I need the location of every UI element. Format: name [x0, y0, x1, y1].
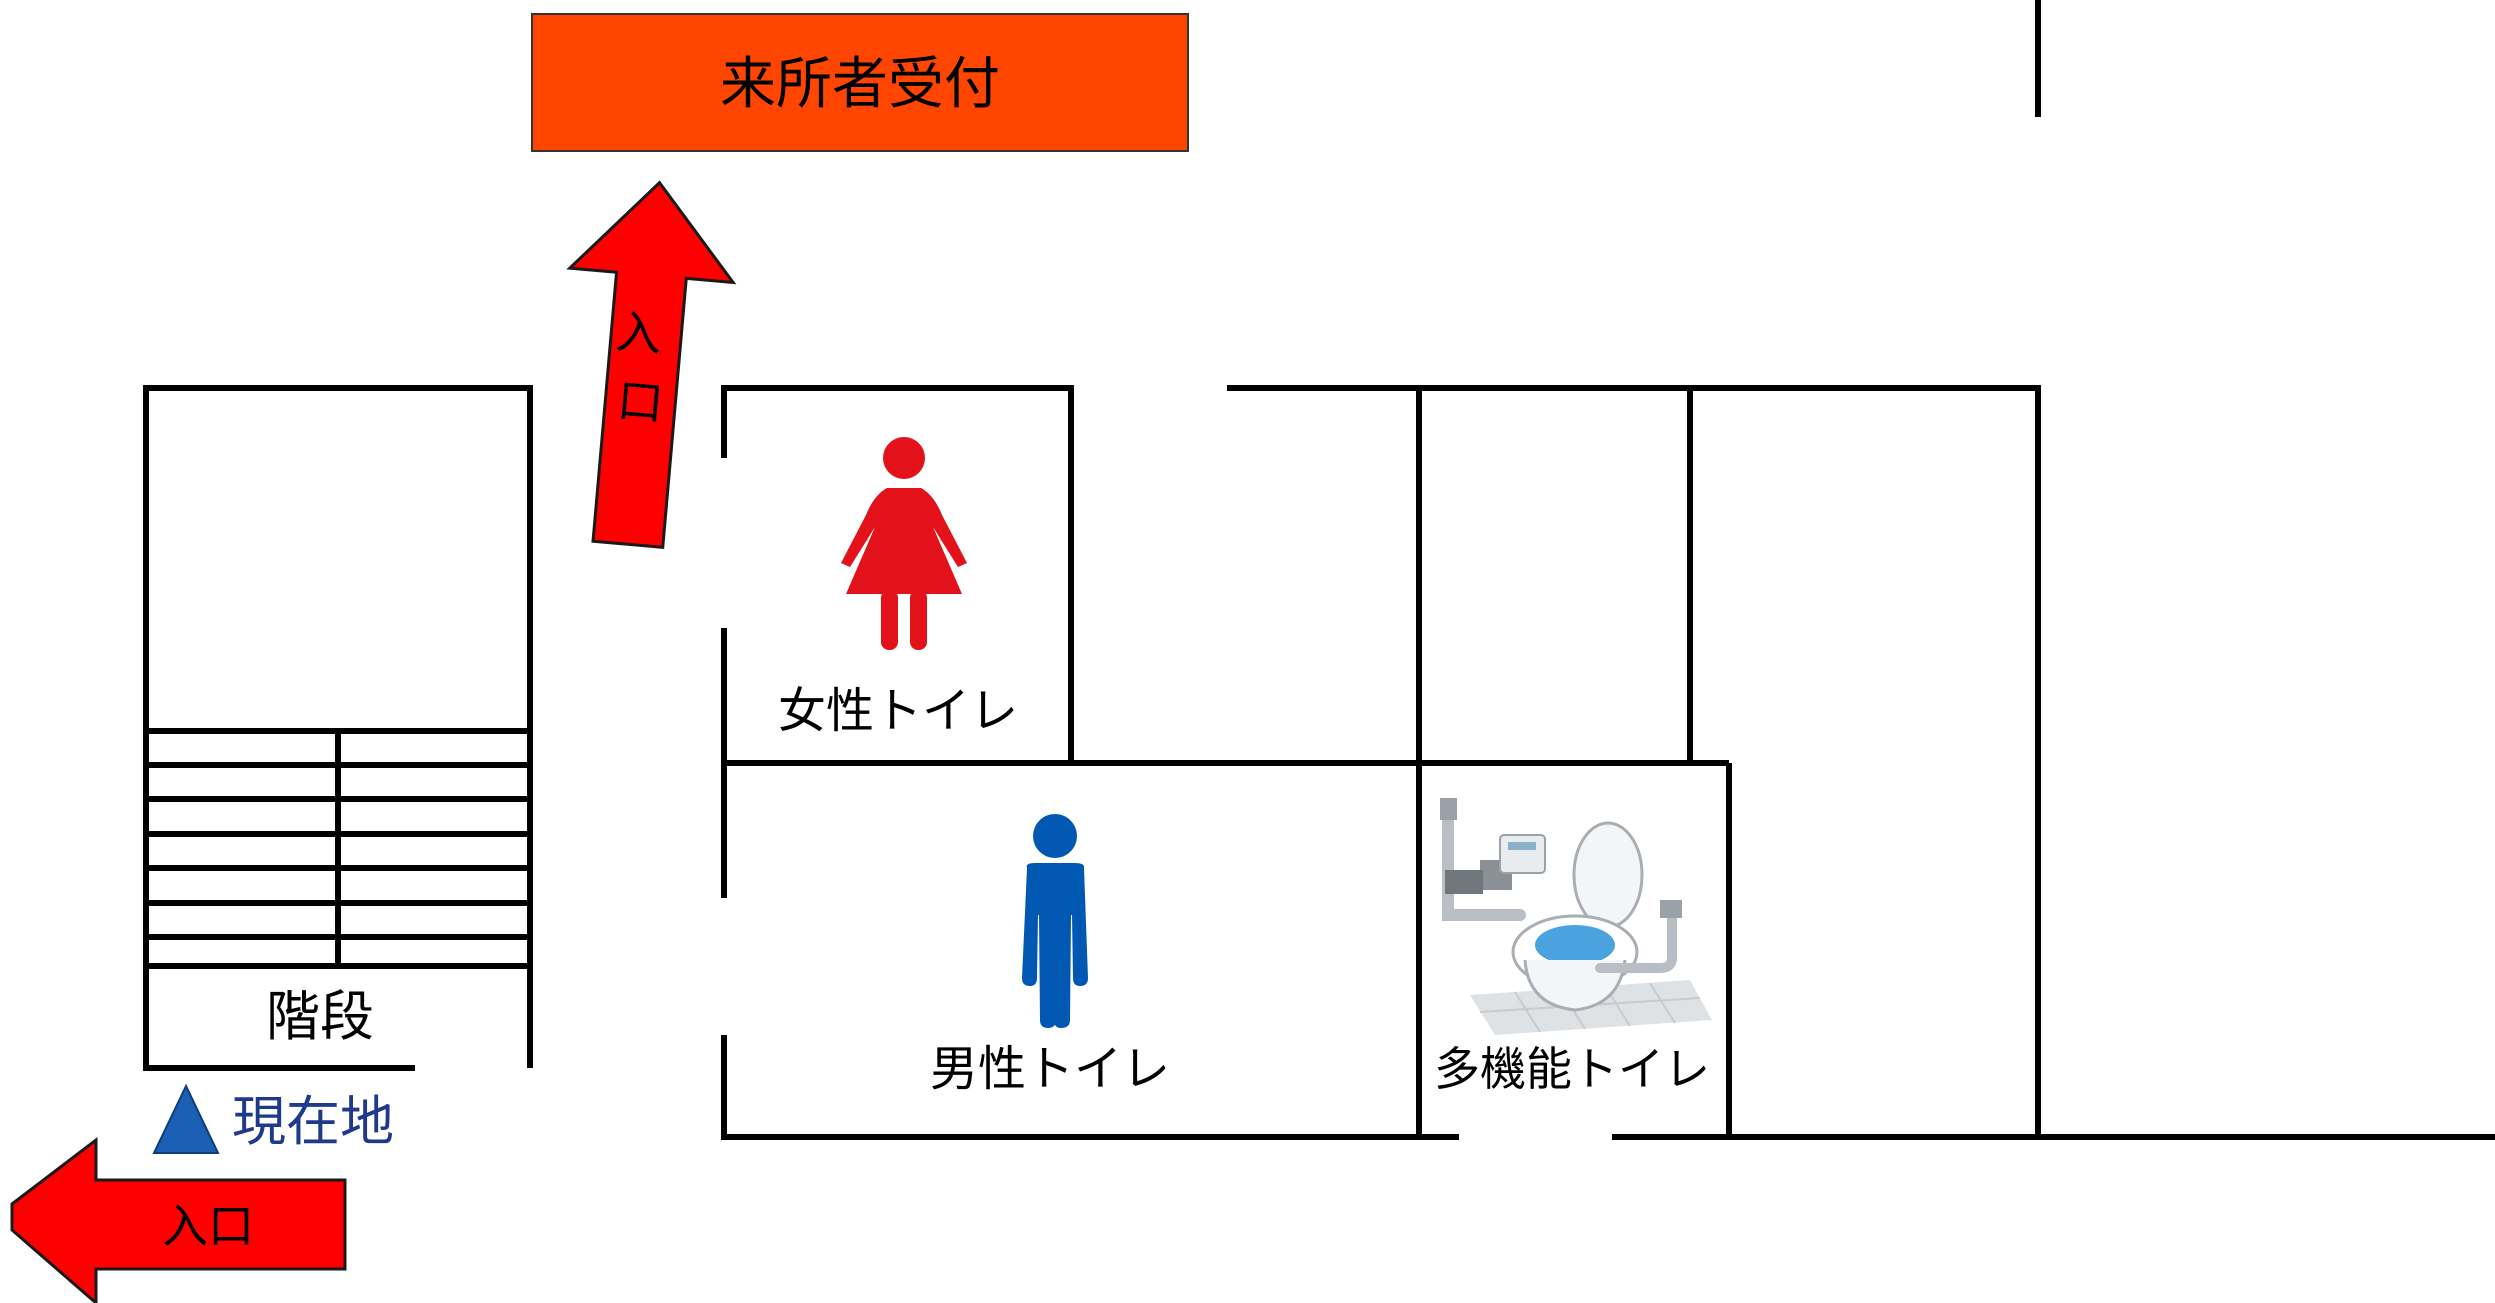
accessible-toilet: 多機能トイレ	[1434, 798, 1712, 1096]
entrance-top-label: 入 口	[608, 305, 679, 432]
entrance-top-char-2: 口	[615, 373, 666, 431]
womens-toilet-label: 女性トイレ	[778, 683, 1018, 739]
womens-toilet: 女性トイレ	[778, 437, 1018, 739]
accessible-toilet-icon	[1440, 798, 1712, 1035]
restroom-walls	[721, 0, 2495, 1140]
reception-desk: 来所者受付	[531, 13, 1189, 152]
arrow-left-icon	[10, 1136, 347, 1303]
entrance-arrow-top: 入 口	[566, 180, 737, 549]
entrance-arrow-left: 入口	[10, 1136, 347, 1303]
woman-icon	[841, 437, 967, 650]
arrow-up-icon	[566, 180, 737, 549]
stairs: 階段	[143, 385, 533, 1071]
stairs-label: 階段	[266, 985, 374, 1048]
accessible-toilet-label: 多機能トイレ	[1434, 1042, 1710, 1096]
mens-toilet-label: 男性トイレ	[930, 1041, 1170, 1097]
reception-label: 来所者受付	[720, 52, 1000, 117]
stair-steps	[146, 728, 530, 969]
man-icon	[1022, 814, 1088, 1028]
current-location-label: 現在地	[232, 1090, 394, 1153]
current-location: 現在地	[152, 1083, 394, 1154]
entrance-left-label: 入口	[162, 1199, 254, 1253]
entrance-top-char-1: 入	[614, 305, 665, 363]
mens-toilet: 男性トイレ	[930, 814, 1170, 1097]
triangle-marker-icon	[152, 1083, 220, 1154]
reception-box	[531, 13, 1189, 152]
